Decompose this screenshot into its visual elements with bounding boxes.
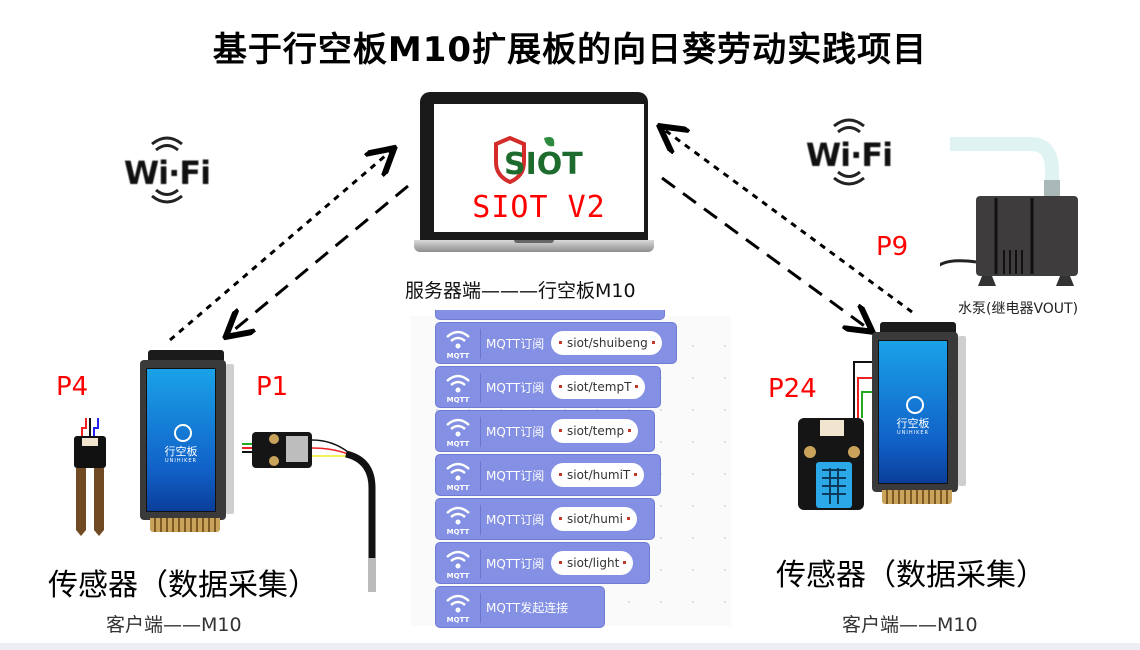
mqtt-block-label: MQTT订阅 (486, 425, 545, 439)
svg-text:MQTT: MQTT (447, 484, 470, 492)
mqtt-connect-block[interactable]: MQTT MQTT发起连接 (435, 586, 605, 628)
unihiker-logo-icon (906, 396, 924, 414)
mqtt-topic-input[interactable]: siot/temp (551, 419, 639, 443)
board-screen: 行空板 UNIHIKER (146, 368, 216, 512)
water-pump (940, 137, 1078, 286)
wifi-label: Wi·Fi (805, 136, 893, 174)
laptop-notch (514, 240, 554, 243)
mqtt-topic-input[interactable]: siot/tempT (551, 375, 646, 399)
mqtt-block-label: MQTT订阅 (486, 469, 545, 483)
mqtt-block-partial (435, 310, 665, 320)
board-edge-pins (150, 518, 220, 532)
mqtt-block-label: MQTT订阅 (486, 513, 545, 527)
pin-label-p4: P4 (56, 372, 89, 402)
mqtt-wifi-icon: MQTT (446, 418, 470, 448)
mqtt-topic-input[interactable]: siot/light (551, 551, 634, 575)
mqtt-topic-input[interactable]: siot/humiT (551, 463, 645, 487)
board-logo-en: UNIHIKER (896, 430, 930, 436)
soil-moisture-sensor (74, 418, 106, 536)
mqtt-subscribe-block[interactable]: MQTT MQTT订阅 siot/humiT (435, 454, 661, 496)
mqtt-wifi-icon: MQTT (446, 462, 470, 492)
arrow-right-down (661, 176, 870, 330)
arrow-left-down (228, 184, 409, 335)
right-client-caption: 客户端——M10 (842, 614, 978, 636)
wifi-waves-icon (833, 118, 865, 186)
left-sensor-caption: 传感器（数据采集） (48, 568, 318, 603)
page-title: 基于行空板M10扩展板的向日葵劳动实践项目 (212, 30, 928, 70)
unihiker-board-right: 行空板 UNIHIKER (872, 322, 966, 507)
wifi-label: Wi·Fi (123, 154, 211, 192)
mqtt-wifi-icon: MQTT (446, 594, 470, 624)
server-caption: 服务器端———行空板M10 (405, 280, 636, 302)
mqtt-block-label: MQTT订阅 (486, 381, 545, 395)
siot-version-label: SIOT V2 (472, 190, 606, 225)
svg-text:MQTT: MQTT (447, 352, 470, 360)
wifi-waves-icon (151, 136, 183, 204)
laptop-bezel: SIOT SIOT V2 (420, 92, 648, 240)
ambient-light-sensor (242, 432, 376, 592)
laptop-screen: SIOT SIOT V2 (434, 104, 644, 232)
right-sensor-caption: 传感器（数据采集） (776, 558, 1046, 593)
mqtt-subscribe-block[interactable]: MQTT MQTT订阅 siot/humi (435, 498, 655, 540)
mqtt-wifi-icon: MQTT (446, 550, 470, 580)
pin-label-p1: P1 (256, 372, 289, 402)
siot-logo-icon: SIOT (494, 135, 583, 184)
dht11-sensor (798, 361, 876, 510)
mqtt-wifi-icon: MQTT (446, 374, 470, 404)
wifi-icon-right: Wi·Fi (804, 112, 894, 192)
board-edge-pins (882, 490, 952, 504)
svg-text:MQTT: MQTT (447, 616, 470, 624)
unihiker-logo-icon (174, 424, 192, 442)
laptop-base (414, 240, 654, 252)
svg-text:SIOT: SIOT (504, 147, 583, 182)
unihiker-board-left: 行空板 UNIHIKER (140, 350, 234, 535)
svg-text:MQTT: MQTT (447, 440, 470, 448)
mqtt-topic-input[interactable]: siot/shuibeng (551, 331, 662, 355)
pump-label: 水泵(继电器VOUT) (958, 301, 1079, 317)
board-logo-cn: 行空板 (896, 417, 930, 430)
mqtt-topic-input[interactable]: siot/humi (551, 507, 637, 531)
mqtt-subscribe-block[interactable]: MQTT MQTT订阅 siot/tempT (435, 366, 661, 408)
svg-text:MQTT: MQTT (447, 396, 470, 404)
pin-label-p24: P24 (768, 374, 817, 404)
mqtt-subscribe-block[interactable]: MQTT MQTT订阅 siot/temp (435, 410, 655, 452)
mqtt-block-label: MQTT订阅 (486, 557, 545, 571)
mqtt-wifi-icon: MQTT (446, 330, 470, 360)
arrow-left-up (169, 150, 392, 342)
svg-text:MQTT: MQTT (447, 528, 470, 536)
board-logo-cn: 行空板 (164, 445, 198, 458)
wifi-icon-left: Wi·Fi (122, 130, 212, 210)
board-screen: 行空板 UNIHIKER (878, 340, 948, 484)
mqtt-block-label: MQTT订阅 (486, 337, 545, 351)
mqtt-subscribe-block[interactable]: MQTT MQTT订阅 siot/shuibeng (435, 322, 677, 364)
board-logo-en: UNIHIKER (164, 458, 198, 464)
mqtt-wifi-icon: MQTT (446, 506, 470, 536)
pin-label-p9: P9 (876, 232, 909, 262)
mqtt-block-label: MQTT发起连接 (486, 601, 569, 615)
svg-text:MQTT: MQTT (447, 572, 470, 580)
bottom-bar (0, 643, 1140, 650)
left-client-caption: 客户端——M10 (106, 614, 242, 636)
mqtt-subscribe-block[interactable]: MQTT MQTT订阅 siot/light (435, 542, 650, 584)
arrow-right-up (662, 128, 913, 314)
server-laptop: SIOT SIOT V2 (414, 92, 654, 252)
